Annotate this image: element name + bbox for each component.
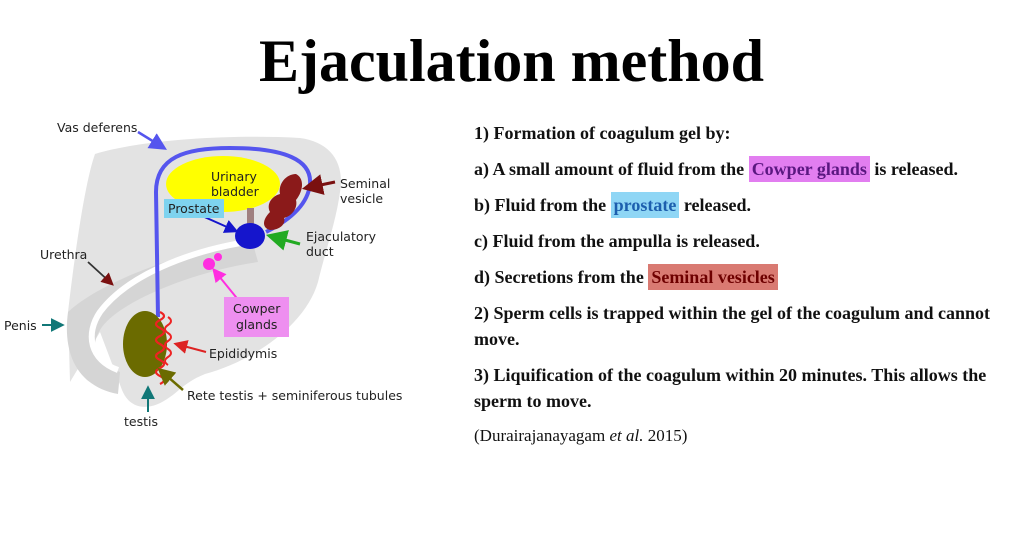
label-cowper-glands-line1: Cowper: [233, 301, 281, 316]
step-1b: b) Fluid from the prostate released.: [474, 192, 1019, 218]
label-seminal-vesicle-line1: Seminal: [340, 176, 391, 191]
anatomy-illustration: [42, 130, 341, 412]
label-rete-testis: Rete testis + seminiferous tubules: [187, 388, 403, 403]
seminal-vesicle-shape: [264, 174, 302, 230]
label-cowper-glands-line2: glands: [235, 317, 278, 332]
cowper-glands-highlight: Cowper glands: [748, 156, 870, 182]
epididymis-shape: [154, 311, 166, 385]
bladder-neck-shape: [247, 208, 254, 228]
ejaculatory-duct-arrow: [265, 230, 301, 251]
label-seminal-vesicle-line2: vesicle: [340, 191, 384, 206]
vas-deferens-arrow: [137, 130, 167, 150]
label-testis: testis: [124, 414, 158, 429]
step-1a-prefix: a) A small amount of fluid from the: [474, 159, 749, 179]
vas-deferens-path: [153, 145, 313, 318]
step-1c: c) Fluid from the ampulla is released.: [474, 231, 760, 251]
reproductive-anatomy-diagram: Vas deferens Urinary bladder Seminal ves…: [0, 112, 420, 442]
urethra-arrow: [87, 261, 114, 286]
prostate-shape: [235, 223, 265, 249]
citation: (Durairajanayagam et al. 2015): [474, 424, 1019, 448]
step-1b-suffix: released.: [679, 195, 751, 215]
epididymis-arrow: [173, 340, 207, 354]
prostate-highlight: prostate: [610, 192, 680, 218]
step-1-heading: 1) Formation of coagulum gel by:: [474, 123, 731, 143]
step-1d: d) Secretions from the Seminal vesicles: [474, 264, 1019, 290]
testis-shape: [123, 311, 167, 377]
label-urinary-bladder-line1: Urinary: [211, 169, 257, 184]
cowper-gland-shape: [214, 253, 222, 261]
cowper-arrow: [212, 267, 241, 303]
citation-author: (Durairajanayagam: [474, 426, 610, 445]
seminal-vesicles-highlight: Seminal vesicles: [648, 264, 778, 290]
step-1a: a) A small amount of fluid from the Cowp…: [474, 156, 1019, 182]
label-epididymis: Epididymis: [209, 346, 278, 361]
label-cowper-glands: Cowper glands: [224, 297, 290, 337]
epididymis-shape: [164, 316, 172, 366]
urethra-path: [88, 237, 263, 373]
label-vas-deferens: Vas deferens: [57, 120, 138, 135]
step-1b-prefix: b) Fluid from the: [474, 195, 611, 215]
step-1a-suffix: is released.: [869, 159, 959, 179]
step-2: 2) Sperm cells is trapped within the gel…: [474, 303, 991, 349]
citation-etal: et al.: [609, 426, 644, 445]
process-description: 1) Formation of coagulum gel by: a) A sm…: [474, 120, 1019, 448]
rete-testis-arrow: [157, 367, 184, 391]
citation-year: 2015): [643, 426, 688, 445]
label-urethra: Urethra: [40, 247, 88, 262]
label-ejaculatory-duct-line2: duct: [306, 244, 334, 259]
label-urinary-bladder-line2: bladder: [211, 184, 259, 199]
cowper-gland-shape: [203, 258, 215, 270]
label-penis: Penis: [4, 318, 37, 333]
step-1d-prefix: d) Secretions from the: [474, 267, 649, 287]
seminal-vesicle-arrow: [301, 174, 336, 195]
label-ejaculatory-duct-line1: Ejaculatory: [306, 229, 377, 244]
penis-shape: [66, 240, 258, 394]
step-3: 3) Liquification of the coagulum within …: [474, 365, 987, 411]
slide-title: Ejaculation method: [258, 28, 765, 94]
label-prostate: Prostate: [164, 199, 224, 218]
urinary-bladder-shape: [166, 156, 280, 212]
